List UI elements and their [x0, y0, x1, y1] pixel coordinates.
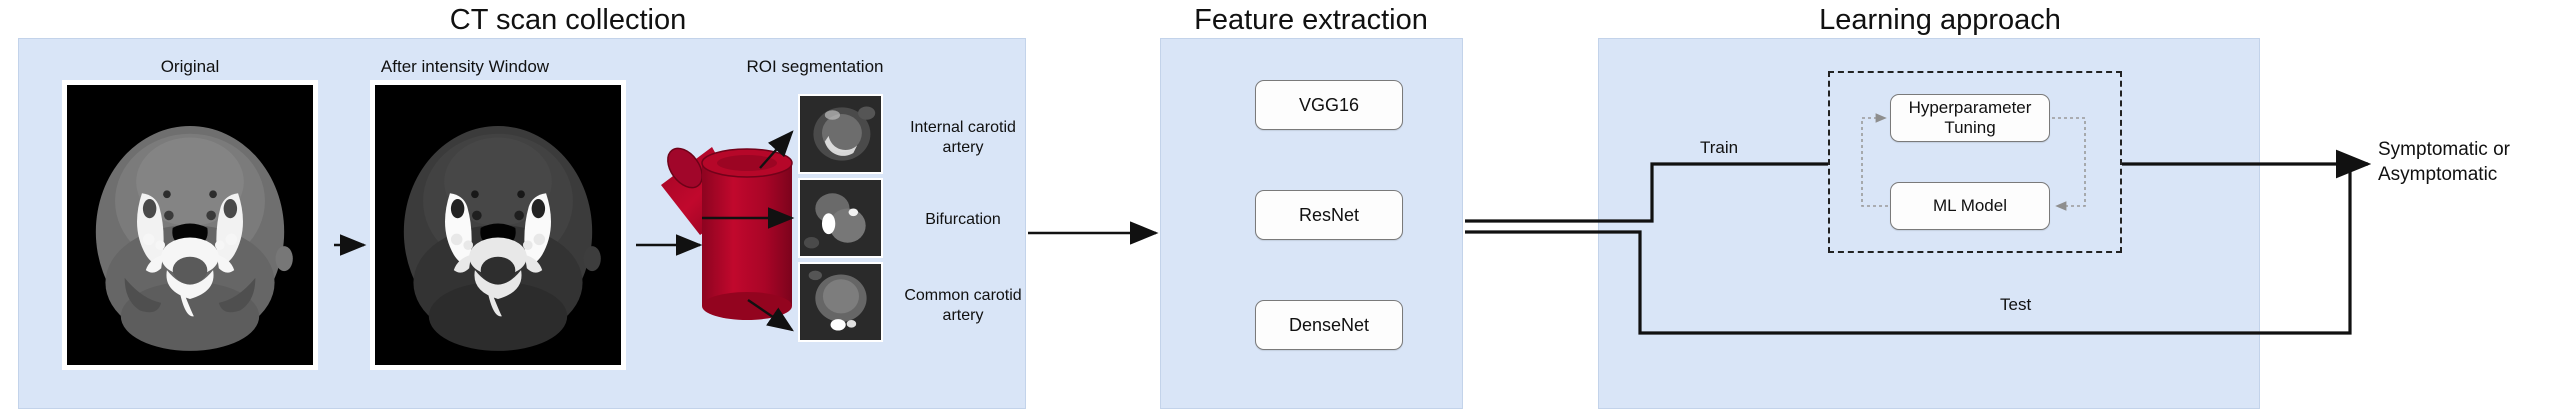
- roi-image-internal-carotid: [800, 96, 881, 172]
- roi-label-line-2: artery: [942, 307, 984, 324]
- feature-model-densenet[interactable]: DenseNet: [1255, 300, 1403, 350]
- ml-model-label: ML Model: [1932, 195, 2007, 215]
- sub-label-original: Original: [160, 57, 220, 76]
- roi-label-line-1: Bifurcation: [925, 211, 1001, 228]
- ct-image-original-frame: [62, 80, 318, 370]
- roi-label-common-carotid-artery: Common carotid artery: [888, 286, 1038, 326]
- hyperparameter-tuning-line-1: Hyperparameter: [1908, 97, 2032, 117]
- hyperparameter-tuning-line-2: Tuning: [1944, 118, 1996, 137]
- learning-box-hyperparameter-tuning[interactable]: Hyperparameter Tuning: [1890, 94, 2050, 142]
- output-line-2: Asymptomatic: [2378, 163, 2498, 185]
- roi-image-internal-carotid-frame: [798, 94, 883, 174]
- roi-image-bifurcation: [800, 180, 881, 256]
- ct-image-original: [67, 85, 313, 365]
- feature-model-resnet[interactable]: ResNet: [1255, 190, 1403, 240]
- panel-title-ct-scan-collection: CT scan collection: [449, 4, 687, 36]
- output-line-1: Symptomatic or: [2378, 139, 2510, 160]
- roi-label-line-2: artery: [942, 139, 984, 156]
- sub-label-after-intensity-window: After intensity Window: [380, 57, 550, 76]
- roi-label-internal-carotid-artery: Internal carotid artery: [888, 118, 1038, 158]
- ct-image-after-intensity-window: [375, 85, 621, 365]
- roi-image-common-carotid: [800, 264, 881, 340]
- ct-image-after-intensity-window-frame: [370, 80, 626, 370]
- feature-model-vgg16[interactable]: VGG16: [1255, 80, 1403, 130]
- sub-label-roi-segmentation: ROI segmentation: [746, 57, 884, 76]
- flow-label-test: Test: [2000, 295, 2032, 314]
- roi-label-line-1: Common carotid: [904, 287, 1022, 304]
- roi-image-bifurcation-frame: [798, 178, 883, 258]
- output-label-classification: Symptomatic or Asymptomatic: [2378, 138, 2510, 187]
- learning-box-ml-model[interactable]: ML Model: [1890, 182, 2050, 230]
- panel-title-learning-approach: Learning approach: [1819, 4, 2061, 36]
- flow-label-train: Train: [1700, 138, 1739, 157]
- roi-label-bifurcation: Bifurcation: [888, 210, 1038, 230]
- roi-image-common-carotid-frame: [798, 262, 883, 342]
- panel-title-feature-extraction: Feature extraction: [1194, 4, 1428, 36]
- roi-label-line-1: Internal carotid: [910, 119, 1016, 136]
